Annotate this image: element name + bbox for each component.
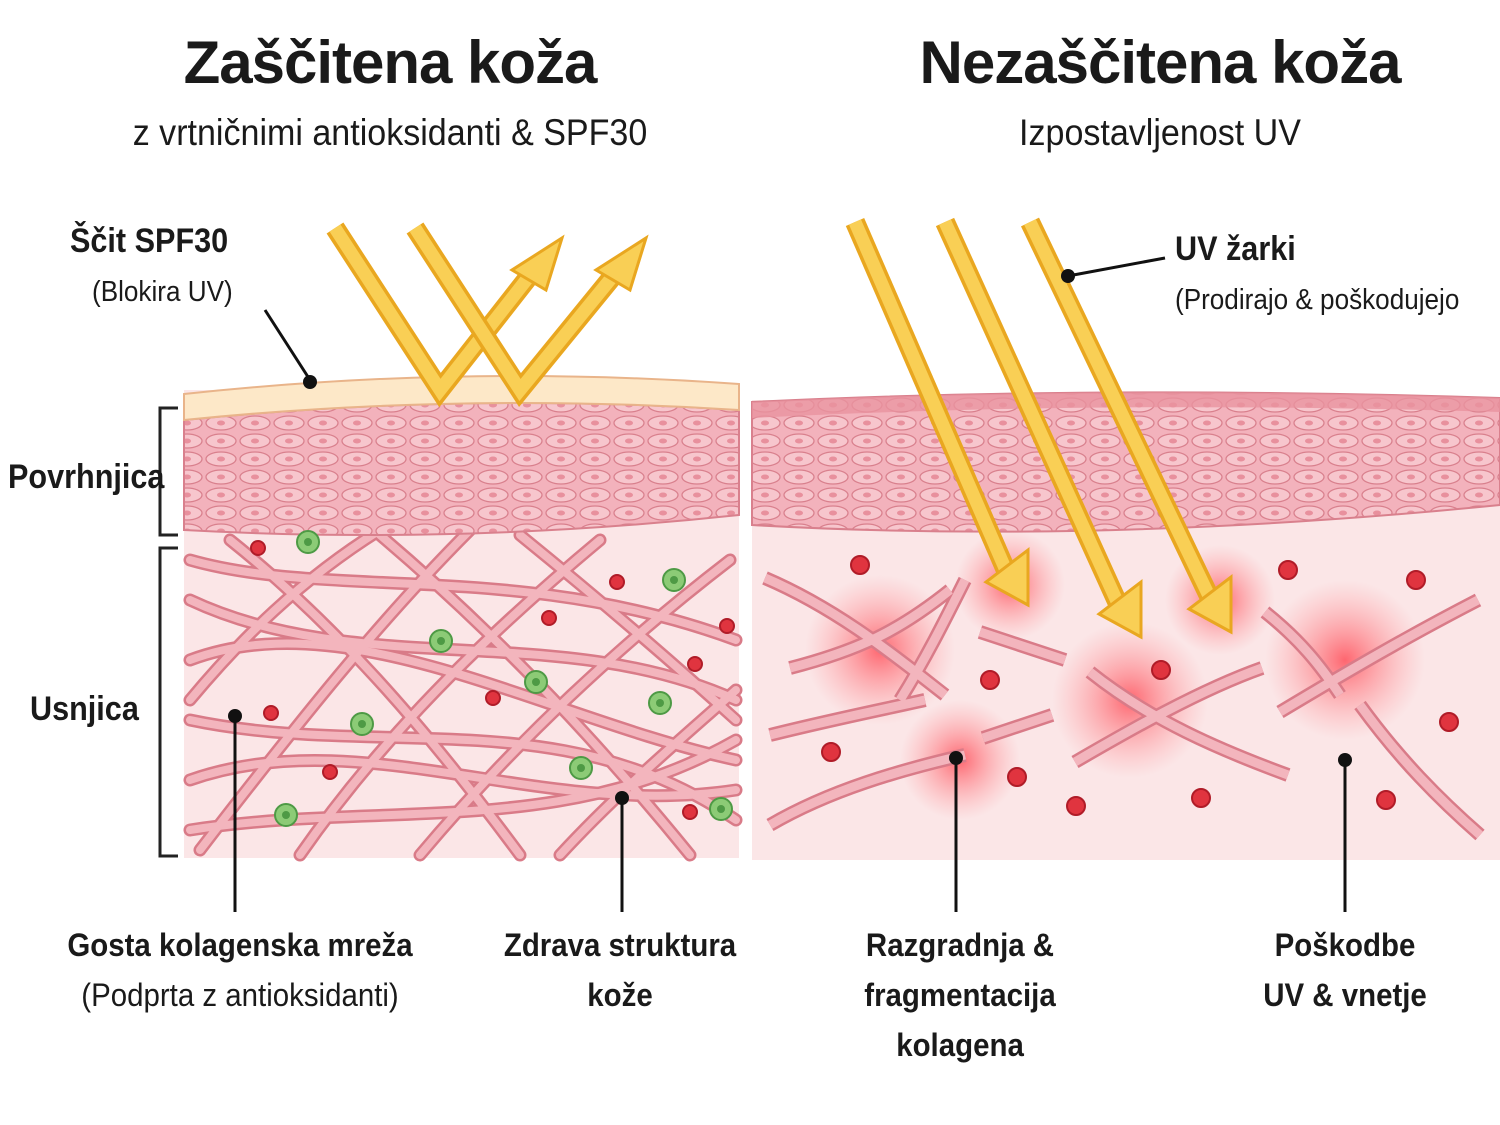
left-epidermis [183, 401, 740, 536]
caption-degradation-line3: kolagena [896, 1027, 1024, 1063]
caption-healthy-structure: Zdrava struktura kože [482, 920, 758, 1020]
uv-rays-sublabel: (Prodirajo & poškodujejo [1175, 284, 1460, 316]
left-subtitle: z vrtničnimi antioksidanti & SPF30 [132, 112, 648, 153]
epidermis-label: Povrhnjica [8, 458, 165, 496]
free-radical-icons [250, 540, 735, 820]
caption-collagen-degradation: Razgradnja & fragmentacija kolagena [822, 920, 1098, 1070]
caption-healthy-line2: kože [587, 977, 653, 1013]
right-leader-lines [954, 256, 1347, 912]
unprotected-skin-panel [751, 217, 1500, 912]
right-title: Nezaščitena koža [919, 29, 1402, 96]
left-title: Zaščitena koža [183, 29, 598, 96]
caption-degradation-line2: fragmentacija [864, 977, 1056, 1013]
right-subtitle: Izpostavljenost UV [1019, 112, 1301, 153]
left-leader-lines [233, 309, 624, 912]
spf-shield-label: Ščit SPF30 [70, 222, 229, 260]
deflected-uv-rays [326, 222, 649, 408]
spf-shield-sublabel: (Blokira UV) [92, 276, 233, 308]
damage-free-radicals [821, 555, 1459, 816]
fragmented-collagen [762, 571, 1485, 841]
layer-brackets [158, 406, 178, 858]
caption-uv-damage-line1: Poškodbe [1274, 927, 1416, 963]
caption-dense-collagen-sub: (Podprta z antioksidanti) [81, 977, 399, 1013]
uv-rays-label: UV žarki [1175, 230, 1296, 268]
caption-dense-collagen: Gosta kolagenska mreža (Podprta z antiok… [38, 920, 443, 1020]
caption-degradation-line1: Razgradnja & [865, 927, 1055, 963]
caption-uv-damage: Poškodbe UV & vnetje [1207, 920, 1483, 1020]
spf-shield-layer [183, 375, 740, 422]
caption-healthy-line1: Zdrava struktura [503, 927, 737, 963]
protected-skin-panel [158, 222, 743, 912]
dense-collagen-network [183, 523, 743, 862]
caption-dense-collagen-title: Gosta kolagenska mreža [67, 927, 413, 963]
caption-uv-damage-line2: UV & vnetje [1263, 977, 1427, 1013]
dermis-label: Usnjica [30, 690, 139, 728]
penetrating-uv-rays [845, 217, 1233, 640]
